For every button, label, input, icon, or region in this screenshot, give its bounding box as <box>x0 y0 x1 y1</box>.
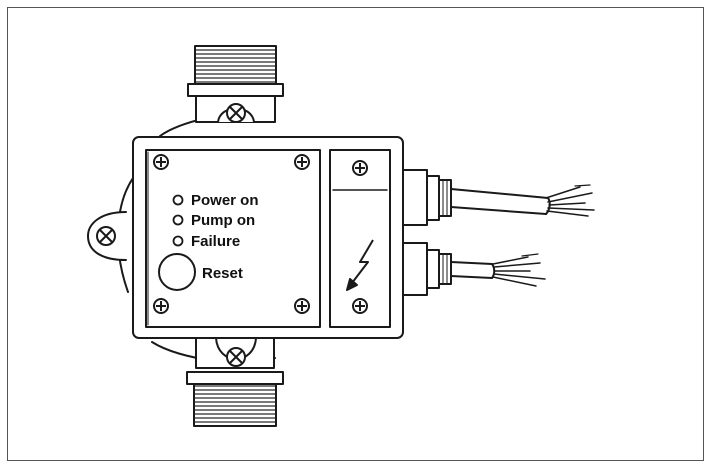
pump-on-label: Pump on <box>191 212 255 229</box>
screw-icon <box>153 298 169 314</box>
pump-on-lamp <box>172 214 184 226</box>
lower-cable-gland <box>402 242 452 296</box>
screw-icon <box>153 154 169 170</box>
lower-cable <box>450 253 546 287</box>
screw-icon <box>294 154 310 170</box>
left-mounting-ear <box>87 211 127 261</box>
reset-button[interactable] <box>158 253 196 291</box>
upper-cable-gland <box>402 169 452 226</box>
failure-label: Failure <box>191 233 240 250</box>
power-on-lamp <box>172 194 184 206</box>
upper-cable <box>450 184 595 217</box>
screw-icon <box>352 160 368 176</box>
terminal-cover <box>329 149 391 328</box>
screw-icon <box>352 298 368 314</box>
power-on-label: Power on <box>191 192 259 209</box>
screw-icon <box>294 298 310 314</box>
bottom-pipe-nipple <box>186 337 284 427</box>
lightning-icon <box>346 239 374 291</box>
top-pipe-nipple <box>187 45 284 123</box>
reset-label: Reset <box>202 265 243 282</box>
failure-lamp <box>172 235 184 247</box>
